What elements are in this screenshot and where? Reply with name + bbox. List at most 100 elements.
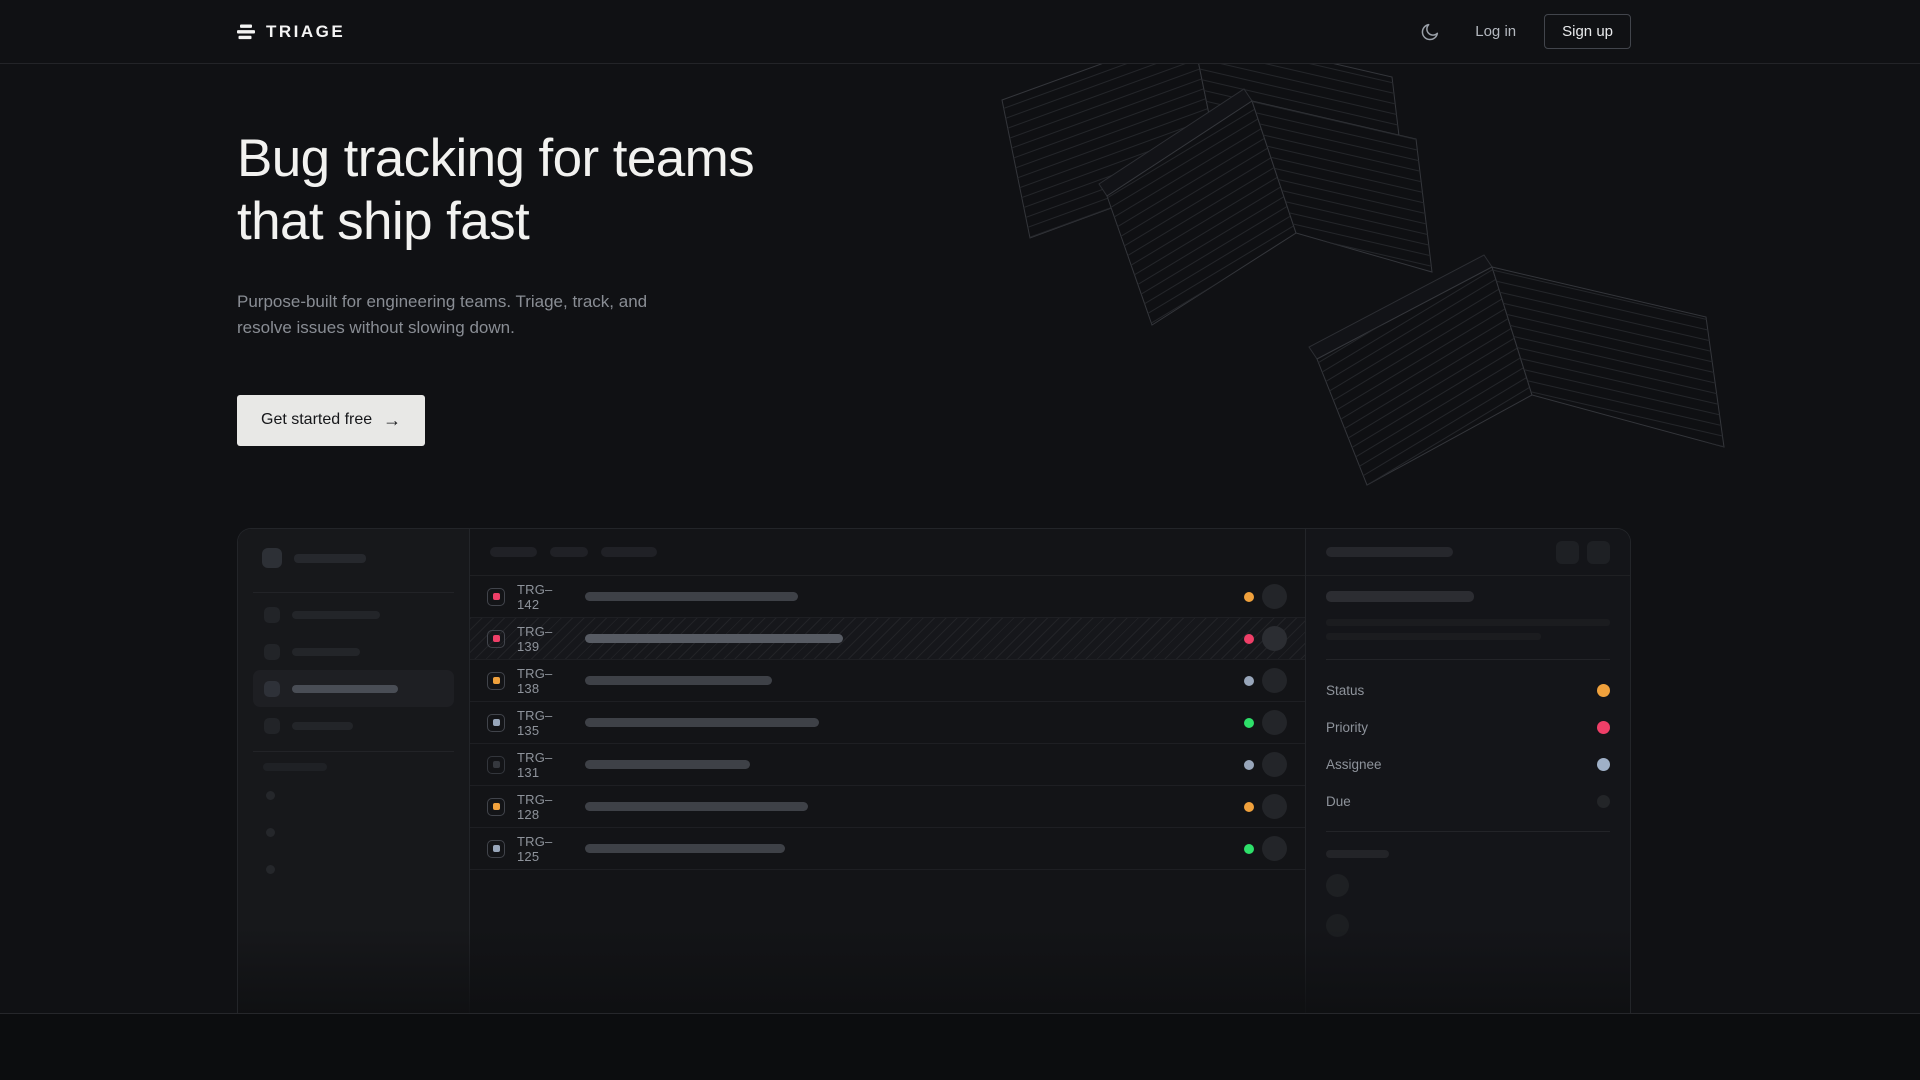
status-dot	[1244, 591, 1254, 602]
field-due[interactable]: Due	[1326, 783, 1610, 820]
issue-type-icon	[487, 797, 505, 816]
skeleton-bar	[292, 721, 353, 730]
issue-id: TRG–128	[517, 791, 553, 822]
issue-type-icon	[487, 755, 505, 774]
filter-pill[interactable]	[490, 547, 537, 557]
status-value-dot	[1597, 684, 1610, 697]
field-priority[interactable]: Priority	[1326, 709, 1610, 746]
panel-action-button[interactable]	[1587, 540, 1610, 564]
filter-pill[interactable]	[550, 547, 588, 557]
sidebar-nav-item[interactable]	[253, 596, 454, 633]
brand: TRIAGE	[237, 22, 345, 42]
skeleton-bar	[292, 647, 360, 656]
hero-title-line2: that ship fast	[237, 191, 530, 251]
preview-sidebar	[238, 529, 470, 1013]
status-dot	[1244, 717, 1254, 728]
status-dot	[1244, 759, 1254, 770]
sidebar-nav-item[interactable]	[253, 707, 454, 744]
skeleton-dot	[266, 791, 275, 800]
issue-row[interactable]: TRG–131	[470, 744, 1305, 786]
theme-toggle-button[interactable]	[1413, 15, 1447, 49]
app-preview-card: TRG–142 TRG–139 TRG–138 TRG–135	[237, 528, 1631, 1013]
panel-action-button[interactable]	[1556, 540, 1579, 564]
hero-title: Bug tracking for teams that ship fast	[237, 128, 755, 253]
nav-item-icon	[264, 606, 280, 623]
hero-section: Bug tracking for teams that ship fast Pu…	[237, 128, 755, 446]
skeleton-bar	[585, 634, 843, 643]
skeleton-bar	[1326, 850, 1389, 858]
issue-row[interactable]: TRG–125	[470, 828, 1305, 870]
issue-id: TRG–131	[517, 749, 553, 780]
issue-row[interactable]: TRG–138	[470, 660, 1305, 702]
nav-item-icon	[264, 680, 280, 697]
skeleton-dot	[266, 828, 275, 837]
sidebar-nav	[253, 596, 454, 744]
skeleton-bar	[585, 844, 785, 853]
top-nav: TRIAGE Log in Sign up	[0, 0, 1920, 64]
filter-pill[interactable]	[601, 547, 657, 557]
skeleton-bar	[1326, 633, 1541, 640]
divider	[1326, 659, 1610, 660]
issue-type-icon	[487, 839, 505, 858]
skeleton-bar	[263, 763, 327, 771]
avatar-placeholder	[1326, 914, 1349, 937]
issue-row[interactable]: TRG–128	[470, 786, 1305, 828]
field-label: Due	[1326, 794, 1351, 809]
skeleton-bar	[292, 610, 380, 619]
issue-id: TRG–138	[517, 665, 553, 696]
skeleton-bar	[585, 760, 750, 769]
field-list: Status Priority Assignee Due	[1326, 672, 1610, 820]
nav-item-icon	[264, 717, 280, 734]
issue-id: TRG–142	[517, 581, 553, 612]
field-assignee[interactable]: Assignee	[1326, 746, 1610, 783]
assignee-avatar	[1262, 584, 1287, 609]
assignee-avatar	[1262, 752, 1287, 777]
wireframe-slab	[1001, 64, 1409, 239]
issue-type-icon	[487, 587, 505, 606]
hero-subtitle: Purpose-built for engineering teams. Tri…	[237, 289, 754, 342]
sidebar-footer	[253, 763, 454, 874]
signup-button[interactable]: Sign up	[1544, 14, 1631, 49]
skeleton-bar	[1326, 547, 1453, 557]
status-dot	[1244, 843, 1254, 854]
next-section	[0, 1013, 1920, 1080]
due-value-dot	[1597, 795, 1610, 808]
status-dot	[1244, 801, 1254, 812]
status-dot	[1244, 633, 1254, 644]
wireframe-slab	[1308, 254, 1725, 486]
get-started-button[interactable]: Get started free →	[237, 394, 426, 446]
issue-row[interactable]: TRG–142	[470, 576, 1305, 618]
moon-icon	[1421, 23, 1439, 40]
assignee-avatar	[1262, 626, 1287, 651]
get-started-label: Get started free	[261, 411, 373, 429]
field-label: Status	[1326, 683, 1365, 698]
priority-value-dot	[1597, 721, 1610, 734]
workspace-row[interactable]	[262, 548, 454, 568]
issue-id: TRG–135	[517, 707, 553, 738]
assignee-avatar	[1262, 836, 1287, 861]
hero-title-line1: Bug tracking for teams	[237, 129, 755, 188]
divider	[253, 592, 454, 593]
sidebar-nav-item-active[interactable]	[253, 670, 454, 707]
skeleton-bar	[585, 802, 808, 811]
assignee-avatar	[1262, 668, 1287, 693]
issue-row-selected[interactable]: TRG–139	[470, 618, 1305, 660]
status-dot	[1244, 675, 1254, 686]
skeleton-bar	[585, 676, 772, 685]
field-status[interactable]: Status	[1326, 672, 1610, 709]
skeleton-bar	[585, 592, 798, 601]
issue-type-icon	[487, 713, 505, 732]
detail-panel-header	[1306, 529, 1630, 576]
login-link[interactable]: Log in	[1475, 23, 1517, 40]
issue-id: TRG–125	[517, 833, 553, 864]
skeleton-bar	[1326, 619, 1610, 626]
skeleton-bar	[294, 553, 366, 563]
assignee-value-dot	[1597, 758, 1610, 771]
skeleton-title-bar	[1326, 591, 1474, 602]
skeleton-bar	[585, 718, 819, 727]
field-label: Priority	[1326, 720, 1369, 735]
skeleton-dot	[266, 865, 275, 874]
sidebar-nav-item[interactable]	[253, 633, 454, 670]
hero-subtitle-line2: resolve issues without slowing down.	[237, 318, 515, 338]
issue-row[interactable]: TRG–135	[470, 702, 1305, 744]
